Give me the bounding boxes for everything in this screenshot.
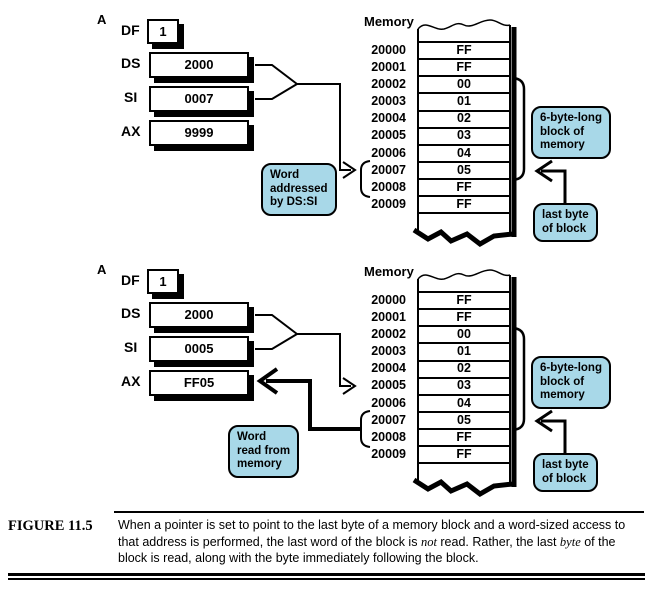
memory-value: 01 — [457, 344, 471, 359]
memory-address: 20004 — [371, 111, 406, 126]
register-box-si: 0007 — [149, 86, 249, 112]
register-label-si: SI — [124, 89, 138, 105]
register-label-ax: AX — [121, 373, 141, 389]
memory-address: 20008 — [371, 429, 406, 444]
register-box-si: 0005 — [149, 336, 249, 362]
memory-value: 05 — [457, 412, 471, 427]
memory-value: FF — [456, 60, 472, 75]
memory-value-column: FF FF 00 01 02 03 04 05 FF FF — [418, 42, 510, 213]
memory-value: FF — [456, 293, 472, 307]
memory-address-column: 20000 20001 20002 20003 20004 20005 2000… — [340, 292, 406, 463]
callout-last-byte: last byte of block — [533, 203, 598, 242]
register-box-ax: 9999 — [149, 120, 249, 146]
panel-label: A — [97, 262, 107, 277]
register-label-si: SI — [124, 339, 138, 355]
memory-address: 20002 — [371, 77, 406, 92]
memory-value: 00 — [457, 77, 471, 92]
register-label-df: DF — [121, 22, 140, 38]
memory-value: FF — [456, 310, 472, 325]
memory-address: 20001 — [371, 60, 406, 75]
register-box-ds: 2000 — [149, 302, 249, 328]
memory-value: 02 — [457, 361, 471, 376]
memory-value: 02 — [457, 111, 471, 126]
diagram-top: A DF 1 DS 2000 SI 0007 AX 9999 Memory 20… — [0, 8, 651, 258]
register-box-df: 1 — [147, 269, 179, 294]
memory-value: FF — [456, 429, 472, 444]
caption-part: of the block is read, along with the byt… — [118, 534, 616, 566]
memory-address: 20005 — [371, 128, 406, 143]
register-label-df: DF — [121, 272, 140, 288]
memory-value: FF — [456, 43, 472, 57]
caption-divider — [114, 511, 644, 513]
memory-heading: Memory — [364, 264, 414, 279]
memory-address: 20007 — [371, 412, 406, 427]
memory-address: 20005 — [371, 378, 406, 393]
caption-part: When a pointer is set to point to the la… — [118, 518, 626, 549]
caption-italic: byte — [559, 534, 581, 549]
caption-italic: not — [420, 534, 437, 549]
bottom-divider — [8, 573, 645, 580]
memory-address: 20006 — [371, 145, 406, 160]
memory-address: 20000 — [371, 43, 406, 57]
memory-value: 04 — [457, 145, 471, 160]
memory-value: 01 — [457, 94, 471, 109]
memory-address: 20009 — [371, 196, 406, 211]
register-label-ds: DS — [121, 55, 141, 71]
memory-address: 20006 — [371, 395, 406, 410]
memory-value: 00 — [457, 327, 471, 342]
memory-address: 20003 — [371, 344, 406, 359]
panel-label: A — [97, 12, 107, 27]
callout-word-read: Word read from memory — [228, 425, 300, 478]
callout-six-byte-block: 6-byte-long block of memory — [531, 356, 611, 409]
callout-six-byte-block: 6-byte-long block of memory — [531, 106, 611, 159]
memory-address-column: 20000 20001 20002 20003 20004 20005 2000… — [340, 42, 406, 213]
memory-address: 20001 — [371, 310, 406, 325]
figure-caption: When a pointer is set to point to the la… — [118, 517, 644, 567]
memory-value-column: FF FF 00 01 02 03 04 05 FF FF — [418, 292, 510, 463]
memory-address: 20003 — [371, 94, 406, 109]
memory-address: 20004 — [371, 361, 406, 376]
memory-heading: Memory — [364, 14, 414, 29]
diagram-bottom: A DF 1 DS 2000 SI 0005 AX FF05 Memory 20… — [0, 258, 651, 508]
register-box-df: 1 — [147, 19, 179, 44]
callout-last-byte: last byte of block — [533, 453, 598, 492]
register-label-ds: DS — [121, 305, 141, 321]
callout-word-addressed: Word addressed by DS:SI — [261, 163, 337, 216]
memory-value: FF — [456, 446, 472, 461]
memory-address: 20002 — [371, 327, 406, 342]
memory-value: 03 — [457, 128, 471, 143]
memory-address: 20009 — [371, 446, 406, 461]
memory-address: 20008 — [371, 179, 406, 194]
register-box-ds: 2000 — [149, 52, 249, 78]
memory-value: FF — [456, 196, 472, 211]
memory-value: FF — [456, 179, 472, 194]
memory-value: 05 — [457, 162, 471, 177]
memory-address: 20007 — [371, 162, 406, 177]
figure-label: FIGURE 11.5 — [8, 518, 93, 534]
memory-value: 03 — [457, 378, 471, 393]
register-box-ax: FF05 — [149, 370, 249, 396]
memory-address: 20000 — [371, 293, 406, 307]
memory-value: 04 — [457, 395, 471, 410]
register-label-ax: AX — [121, 123, 141, 139]
caption-part: read. Rather, the last — [436, 534, 560, 549]
